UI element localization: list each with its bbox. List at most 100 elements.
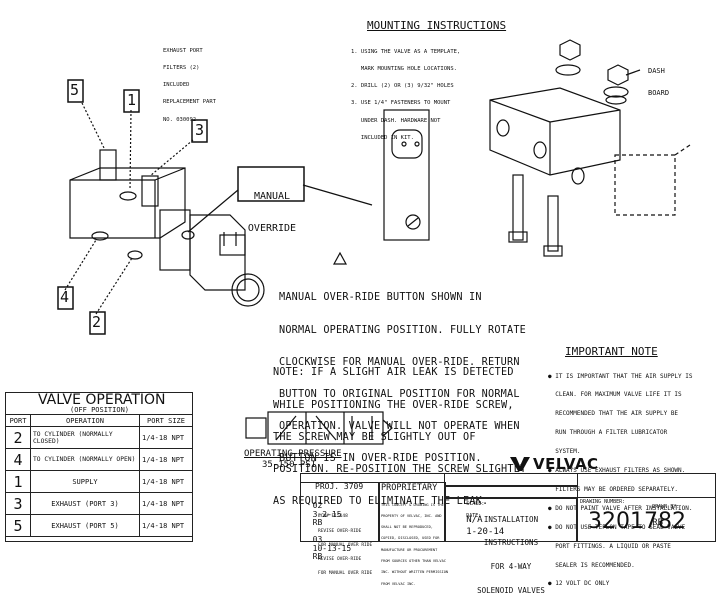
ecn-line: ECN# E15148 — [318, 514, 348, 520]
mounting-steps: 1. USING THE VALVE AS A TEMPLATE, MARK M… — [351, 38, 460, 148]
ecn-line: FOR MANUAL OVER RIDE — [318, 542, 373, 548]
date-row: DATE: 1-20-14 — [447, 487, 504, 537]
drawn-value: RB — [652, 517, 664, 528]
date-value: 1-20-14 — [466, 526, 505, 537]
operation-cell: EXHAUST (PORT 5) — [30, 514, 140, 537]
valve-schematic — [267, 411, 384, 445]
valve-operation-title: VALVE OPERATION — [38, 392, 166, 408]
rev-row: 03 10-13-15 RB — [303, 528, 352, 562]
important-line: ● DO NOT PAINT VALVE AFTER INSTALLATION. — [548, 504, 693, 512]
mounting-step: 1. USING THE VALVE AS A TEMPLATE, — [351, 48, 461, 55]
drawn-label: DRAWN BY: — [652, 503, 680, 510]
callout-1: 1 — [127, 91, 137, 109]
table-row: 5 EXHAUST (PORT 5) 1/4-18 NPT — [5, 514, 193, 537]
header-port-size: PORT SIZE — [139, 414, 193, 427]
callout-3: 3 — [195, 121, 205, 139]
important-line: FILTERS MAY BE ORDERED SEPARATELY. — [548, 485, 679, 493]
manual-override-text: MANUAL OVER-RIDE BUTTON SHOWN IN NORMAL … — [279, 272, 526, 475]
manual-text-line: MANUAL OVER-RIDE BUTTON SHOWN IN — [279, 292, 482, 304]
port-cell: 4 — [5, 448, 31, 471]
mounting-step: MARK MOUNTING HOLE LOCATIONS. — [351, 65, 457, 72]
velvac-logo: VELVAC — [510, 455, 599, 473]
proprietary-line: MANUFACTURE OR PROCUREMENT — [381, 547, 438, 552]
mounting-step: 3. USE 1/4" FASTENERS TO MOUNT — [351, 100, 451, 107]
manual-text-line: BUTTON IS IN OVER-RIDE POSITION. — [279, 452, 482, 464]
note-text-line: WHILE POSITIONING THE OVER-RIDE SCREW, — [273, 399, 514, 411]
header-port: PORT — [5, 414, 31, 427]
important-line: PORT FITTINGS. A LIQUID OR PASTE — [548, 542, 671, 550]
override-detail — [383, 109, 430, 241]
project-number: PROJ. 3709 — [315, 482, 364, 491]
mounting-step: INCLUDED IN KIT. — [351, 135, 414, 142]
exhaust-note-line: NO. 030092 — [163, 116, 197, 123]
port-cell: 1 — [5, 470, 31, 493]
mounting-title: MOUNTING INSTRUCTIONS — [367, 19, 507, 32]
important-line: ● DO NOT USE TEFLON TAPE TO SEAL VALVE — [548, 523, 686, 531]
valve-body-right — [489, 87, 621, 176]
rev-by: RB — [312, 552, 323, 562]
drawing-number: 3201782 — [588, 509, 686, 534]
proprietary-line: SHALL NOT BE REPRODUCED, — [381, 525, 433, 530]
callout-2: 2 — [92, 313, 102, 331]
size-cell: 1/4-18 NPT — [139, 448, 193, 471]
proprietary-text: THIS CONCEPT & DRAWING IS THE PROPERTY O… — [381, 496, 448, 590]
proprietary-title: PROPRIETARY — [381, 483, 438, 493]
note-text-line: THE SCREW MAY BE SLIGHTLY OUT OF — [273, 431, 476, 443]
drawing-number-cell — [576, 497, 716, 542]
proprietary-line: COPIED, DISCLOSED, USED FOR — [381, 536, 440, 541]
operating-pressure-value: 35-150 PSI — [262, 460, 317, 470]
description-line: SOLENOID VALVES — [477, 585, 545, 595]
valve-body-left — [69, 167, 186, 239]
proprietary-line: PROPERTY OF VELVAC, INC. AND — [381, 513, 442, 518]
override-label-line: MANUAL — [253, 191, 291, 202]
important-line: ● ALWAYS USE EXHAUST FILTERS AS SHOWN. — [548, 467, 686, 475]
manual-text-line: BUTTON TO ORIGINAL POSITION FOR NORMAL — [279, 388, 520, 400]
exhaust-note-line: INCLUDED — [163, 82, 190, 89]
manual-text-line: OPERATION. VALVE WILL NOT OPERATE WHEN — [279, 420, 520, 432]
operation-cell: TO CYLINDER (NORMALLY CLOSED) — [30, 426, 140, 449]
description-text: INSTALLATION INSTRUCTIONS FOR 4-WAY SOLE… — [448, 500, 574, 602]
mounting-step: UNDER DASH. HARDWARE NOT — [351, 117, 441, 124]
size-cell: 1/4-18 NPT — [139, 470, 193, 493]
valve-operation-subtitle: (OFF POSITION) — [70, 406, 130, 414]
rev-block — [300, 482, 380, 542]
operation-cell: SUPPLY — [30, 470, 140, 493]
size-cell: 1/4-18 NPT — [139, 426, 193, 449]
manual-text-line: CLOCKWISE FOR MANUAL OVER-RIDE. RETURN — [279, 356, 520, 368]
operation-cell: EXHAUST (PORT 3) — [30, 492, 140, 515]
fitting-port5 — [99, 149, 117, 181]
table-row: 1 SUPPLY 1/4-18 NPT — [5, 470, 193, 493]
size-cell: 1/4-18 NPT — [139, 492, 193, 515]
dash-board-line: DASH — [648, 66, 665, 75]
important-line: SYSTEM. — [548, 448, 581, 456]
operating-pressure-label: OPERATING PRESSURE — [244, 449, 342, 459]
scale-label: SCALE: — [466, 500, 485, 507]
important-line: ● IT IS IMPORTANT THAT THE AIR SUPPLY IS — [548, 372, 693, 380]
drawn-by-row: DRAWN BY: RB — [633, 478, 679, 528]
exhaust-note-line: FILTERS (2) — [163, 64, 200, 71]
important-line: CLEAN. FOR MAXIMUM VALVE LIFE IT IS — [548, 391, 682, 399]
important-note-title: IMPORTANT NOTE — [565, 345, 658, 358]
rev-number: 03 — [312, 535, 323, 545]
port-cell: 5 — [5, 514, 31, 537]
note-text-line: NOTE: IF A SLIGHT AIR LEAK IS DETECTED — [273, 367, 514, 379]
date-cell — [444, 485, 578, 499]
dash-board-label: DASH BOARD — [648, 53, 669, 104]
port-cell: 2 — [5, 426, 31, 449]
size-cell: 1/4-18 NPT — [139, 514, 193, 537]
table-row: 3 EXHAUST (PORT 3) 1/4-18 NPT — [5, 492, 193, 515]
important-line: RECOMMENDED THAT THE AIR SUPPLY BE — [548, 410, 679, 418]
description-line: INSTRUCTIONS — [483, 538, 539, 548]
proprietary-line: FROM SOURCES OTHER THAN VELVAC — [381, 559, 446, 564]
manual-override-label: MANUAL OVERRIDE — [246, 171, 298, 245]
drawing-number-label: DRAWING NUMBER: — [580, 499, 626, 505]
description-line: FOR 4-WAY — [490, 562, 532, 571]
company-name: VELVAC — [533, 455, 599, 473]
ecn-line: FOR MANUAL OVER RIDE — [318, 571, 373, 577]
valve-operation-table: PORT OPERATION PORT SIZE 2 TO CYLINDER (… — [5, 414, 193, 537]
mounting-step: 2. DRILL (2) OR (3) 9/32" HOLES — [351, 83, 454, 90]
rev-by: RB — [312, 518, 323, 528]
table-row: 2 TO CYLINDER (NORMALLY CLOSED) 1/4-18 N… — [5, 426, 193, 449]
callout-4: 4 — [60, 288, 70, 306]
rev-row: 02 3-2-15 RB — [303, 494, 342, 528]
